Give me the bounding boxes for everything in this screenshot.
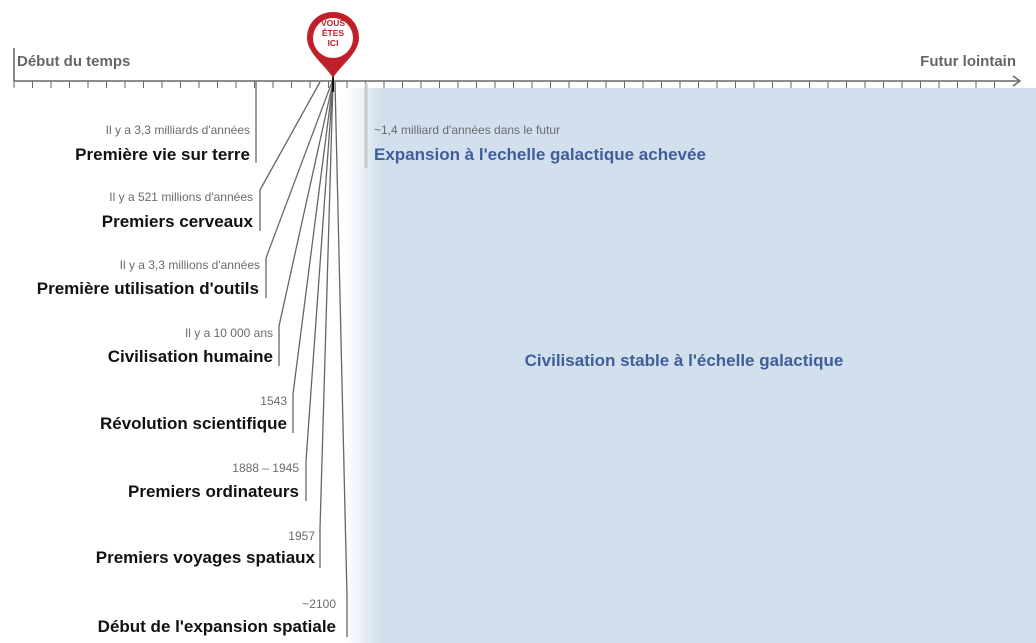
- pin-inner-circle: [313, 18, 353, 58]
- event-title: Révolution scientifique: [99, 414, 287, 433]
- event-connector-line: [265, 81, 333, 259]
- pin-line-3: ICI: [327, 38, 339, 48]
- event-title: Premiers cerveaux: [101, 212, 253, 231]
- future-event-date: ~1,4 milliard d'années dans le futur: [374, 123, 561, 137]
- event-date: 1888 – 1945: [232, 461, 299, 475]
- event-connector-line: [278, 81, 334, 327]
- event-title: Premiers ordinateurs: [127, 482, 299, 501]
- galactic-region: [380, 88, 1036, 643]
- event-date: Il y a 10 000 ans: [184, 326, 273, 340]
- galactic-region-fade: [345, 88, 380, 643]
- event-date: ~2100: [302, 597, 336, 611]
- pin-line-2: ÊTES: [321, 28, 345, 38]
- event-connectors: [255, 81, 348, 637]
- axis-end-label: Futur lointain: [920, 53, 1016, 70]
- event-connector-line: [292, 81, 334, 395]
- you-are-here-label: VOUS ÊTES ICI: [310, 18, 356, 48]
- pin-line-1: VOUS: [320, 18, 346, 28]
- event-title: Premiers voyages spatiaux: [95, 548, 315, 567]
- event-title: Début de l'expansion spatiale: [97, 617, 336, 636]
- future-event-title: Expansion à l'echelle galactique achevée: [374, 145, 706, 164]
- event-title: Première utilisation d'outils: [36, 279, 259, 298]
- axis-start-label: Début du temps: [17, 53, 131, 70]
- event-date: 1957: [288, 529, 315, 543]
- event-connector-line: [334, 81, 348, 598]
- galactic-region-label: Civilisation stable à l'échelle galactiq…: [524, 351, 844, 370]
- event-title: Civilisation humaine: [107, 347, 273, 366]
- axis-ticks: [13, 81, 995, 88]
- event-title: Première vie sur terre: [75, 145, 250, 164]
- axis-arrow-head: [1012, 75, 1022, 87]
- event-date: Il y a 521 millions d'années: [109, 190, 253, 204]
- event-connector-line: [305, 81, 334, 462]
- event-date: Il y a 3,3 millions d'années: [119, 258, 260, 272]
- event-date: Il y a 3,3 milliards d'années: [105, 123, 250, 137]
- event-date: 1543: [260, 394, 287, 408]
- event-connector-line: [259, 81, 321, 191]
- event-connector-line: [319, 81, 334, 530]
